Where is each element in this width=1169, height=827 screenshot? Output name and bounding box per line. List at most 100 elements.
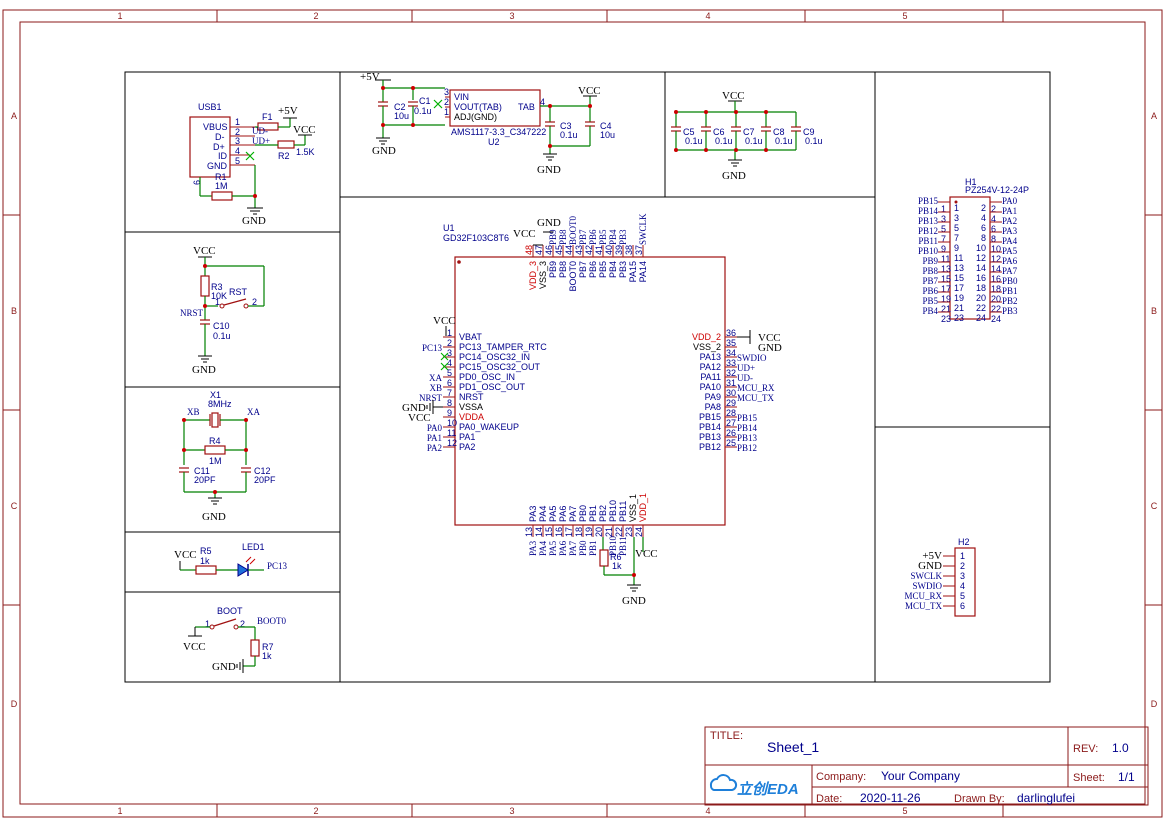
rst-pin-1: 1 [215,297,220,307]
r2-ref: R2 [278,151,290,161]
decap-ref: C7 [743,127,755,137]
resistor-r2[interactable] [277,140,295,149]
c10-value: 0.1u [213,331,231,341]
mcu-top-net: PB4 [608,229,618,245]
col-label-4: 4 [705,11,710,21]
c1-ref: C1 [419,96,431,106]
h1-left-net: PB8 [922,266,938,276]
usb-pin-dm: D- [215,132,225,142]
resistor-r5[interactable] [195,565,217,575]
led-icon[interactable] [237,563,249,577]
h1-left-pin-label: 21 [954,303,964,313]
h1-right-pin-num: 10 [991,244,1001,254]
h1-right-net: PB0 [1002,276,1018,286]
r4-value: 1M [209,456,222,466]
h1-left-net: PB13 [918,216,939,226]
h2-pin-num: 1 [960,551,965,561]
crystal-gnd-label: GND [202,511,226,523]
crystal-net-xa: XA [247,407,260,417]
h1-right-net: PA2 [1002,216,1017,226]
h1-right-pin-num: 12 [991,254,1001,264]
resistor-r4[interactable] [204,445,226,455]
header-h2[interactable] [954,547,976,617]
cloud-logo-icon [709,774,738,791]
h1-right-pin-num: 4 [991,214,996,224]
h1-left-pin-num: 5 [941,224,946,234]
mcu-top-pin-name: PB6 [588,261,598,278]
mcu-left-pin-num: 9 [447,408,452,418]
u2-pin-vin: VIN [454,92,469,102]
drawn-label: Drawn By: [954,793,1005,805]
row-label-d-right: D [1151,699,1158,709]
r4-ref: R4 [209,436,221,446]
h1-right-net: PA6 [1002,256,1018,266]
regulator-u2[interactable] [449,89,541,127]
mcu-bottom-pin-name: PB11 [618,501,628,522]
mcu-left-pin-num: 6 [447,378,452,388]
mcu-right-pin-name: PA8 [705,402,721,412]
boot-section: BOOT 1 2 BOOT0 VCC R7 1k GND [183,606,286,673]
u2-part: AMS1117-3.3_C347222 [451,127,546,137]
mcu-bottom-pin-num: 22 [614,527,624,537]
mcu-left-net: PC13 [422,343,443,353]
crystal-x1[interactable] [211,412,219,428]
row-label-b-right: B [1151,306,1157,316]
mcu-right-net: UD+ [737,363,755,373]
boot-net-boot0: BOOT0 [257,616,286,626]
resistor-r3[interactable] [200,275,210,297]
mcu-top-net: PB3 [618,229,628,245]
no-connect-icon [433,99,443,109]
mcu-bottom-pin-num: 20 [594,527,604,537]
mcu-bottom-pin-name: PA6 [558,506,568,522]
h1-left-pin-num: 9 [941,244,946,254]
resistor-r1[interactable] [211,191,233,201]
usb-connector[interactable] [189,116,231,178]
mcu-right-pin-name: PA10 [700,382,721,392]
boot-switch[interactable] [213,618,237,627]
ground-icon [247,207,263,215]
ldo-gnd2-label: GND [537,164,561,176]
mcu-left-pin-num: 1 [447,328,452,338]
r6-ref: R6 [610,552,622,562]
r6-value: 1k [612,561,622,571]
r7-value: 1k [262,651,272,661]
mcu-top-pin-name: PB7 [578,261,588,278]
h2-net: SWCLK [911,571,943,581]
mcu-top-net: PB5 [598,229,608,245]
h1-left-net: PB14 [918,206,939,216]
reset-section: VCC R3 10K RST 1 2 NRST C10 0.1u GND [180,245,265,376]
decap-ref: C6 [713,127,725,137]
mcu-top-net: SWCLK [638,213,648,245]
ldo-vcc-label: VCC [578,85,601,97]
mcu-top-pin-num: 37 [634,245,644,255]
h1-right-net: PA5 [1002,246,1018,256]
mcu-bottom-pin-num: 18 [574,527,584,537]
reset-switch[interactable] [223,298,247,306]
mcu-top-pin-name: PA15 [628,261,638,282]
header-h1[interactable] [949,196,991,320]
decap-value: 0.1u [715,136,733,146]
col-label-2: 2 [313,11,318,21]
h1-right-pin-label: 10 [976,243,986,253]
mcu-right-net: SWDIO [737,353,767,363]
h1-left-net: PB4 [922,306,938,316]
u2-pin-adj: ADJ(GND) [454,112,497,122]
h1-right-pin-num: 8 [991,234,996,244]
decap-ref: C8 [773,127,785,137]
mcu-bottom-pin-num: 14 [534,527,544,537]
resistor-r7[interactable] [250,639,260,657]
resistor-r6[interactable] [599,549,609,567]
sheet-label: Sheet: [1073,772,1105,784]
usb-gnd-label: GND [242,215,266,227]
ground-icon [376,137,390,145]
mcu-u1[interactable] [454,256,726,526]
mcu-bottom-pin-name: VDD_1 [638,493,648,522]
c12-ref: C12 [254,466,271,476]
boot-ref: BOOT [217,606,243,616]
title-block: TITLE: Sheet_1 REV: 1.0 立创EDA Company: Y… [704,726,1149,806]
mcu-right-pin-name: PA12 [700,362,721,372]
led-ref: LED1 [242,542,265,552]
mcu-right-gnd-label: GND [758,342,782,354]
